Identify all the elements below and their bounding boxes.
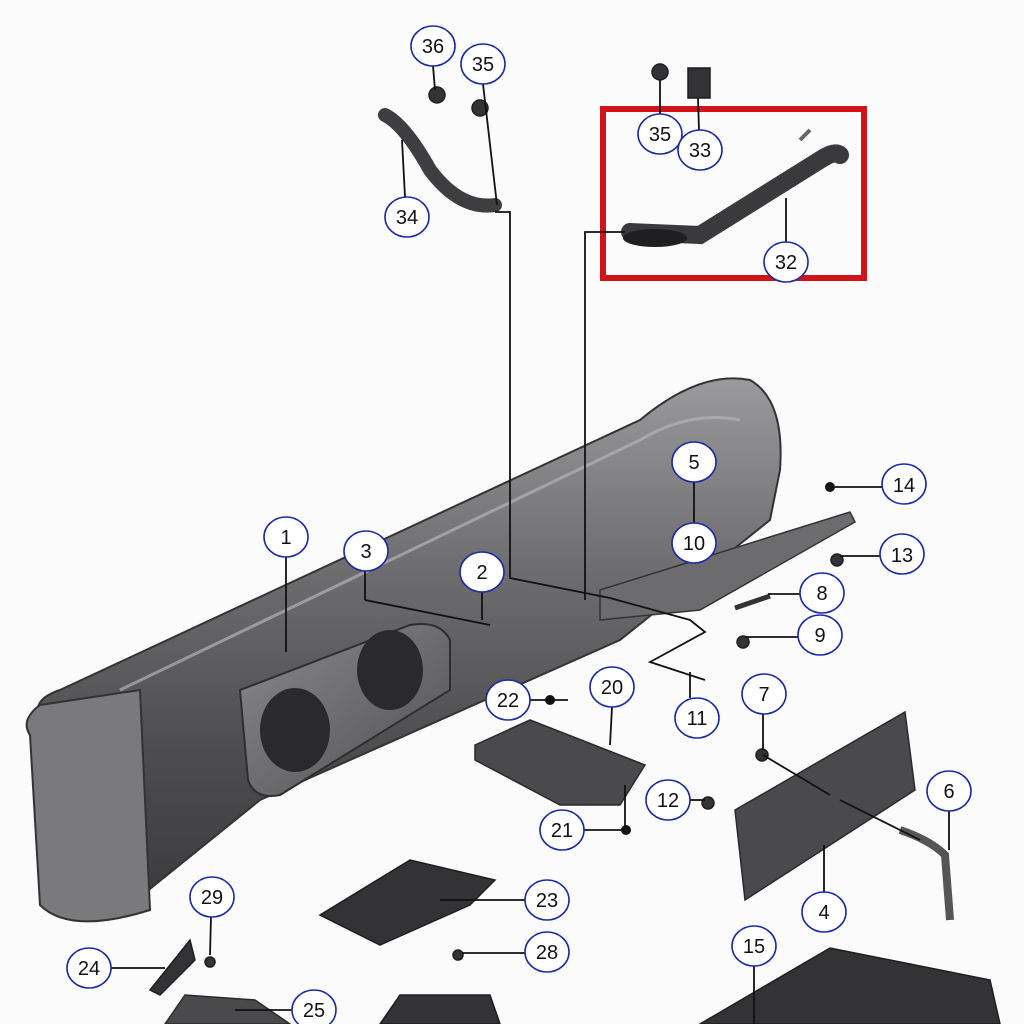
callout-3: 3 <box>343 530 491 626</box>
cover-part <box>379 994 501 1024</box>
callout-24: 24 <box>66 947 165 989</box>
callout-label: 15 <box>743 936 765 958</box>
callout-label: 2 <box>476 562 487 584</box>
callout-label: 14 <box>893 475 915 497</box>
callout-label: 25 <box>303 1000 325 1022</box>
callout-29: 29 <box>189 876 235 956</box>
screw-28-part <box>452 949 464 961</box>
callout-label: 34 <box>396 207 418 229</box>
grommet-35-part <box>471 99 489 117</box>
callout-label: 6 <box>943 781 954 803</box>
flange-part <box>238 623 451 797</box>
pin-14-part <box>825 482 835 492</box>
callout-label: 12 <box>657 790 679 812</box>
wire-path-2 <box>584 231 625 600</box>
highlight-box <box>600 106 867 281</box>
callout-label: 24 <box>78 958 100 980</box>
callout-label: 36 <box>422 36 444 58</box>
callout-label: 10 <box>683 533 705 555</box>
callout-5: 5 <box>671 441 717 523</box>
callout-label: 35 <box>472 54 494 76</box>
callout-35-top: 35 <box>637 80 683 155</box>
callout-label: 3 <box>360 541 371 563</box>
callout-label: 22 <box>497 690 519 712</box>
callout-label: 4 <box>818 902 829 924</box>
callout-label: 33 <box>689 140 711 162</box>
clip-33-part <box>687 67 711 99</box>
arm-34-part <box>378 108 502 213</box>
callout-14: 14 <box>835 463 927 505</box>
callout-32: 32 <box>763 198 809 283</box>
bracket-20-21-part <box>474 719 647 806</box>
callout-label: 35 <box>649 124 671 146</box>
clip-8-part <box>734 593 771 611</box>
callout-label: 7 <box>758 684 769 706</box>
callout-label: 11 <box>687 708 708 730</box>
callout-12: 12 <box>645 779 705 821</box>
callout-25: 25 <box>235 989 337 1024</box>
callout-9: 9 <box>745 614 843 656</box>
callout-label: 29 <box>201 887 223 909</box>
callout-label: 5 <box>688 452 699 474</box>
callout-28: 28 <box>462 931 570 973</box>
callout-11: 11 <box>674 672 720 739</box>
callout-15: 15 <box>731 925 777 1024</box>
callout-label: 8 <box>816 583 827 605</box>
callout-label: 13 <box>891 545 913 567</box>
callout-35: 35 <box>460 43 506 206</box>
callout-label: 20 <box>601 677 623 699</box>
callout-23: 23 <box>440 879 570 921</box>
callout-label: 9 <box>814 625 825 647</box>
screw-29-part <box>204 956 216 968</box>
callout-1: 1 <box>263 516 309 652</box>
callout-label: 21 <box>551 820 573 842</box>
tray-15-part <box>698 947 1001 1024</box>
wire-path <box>495 211 707 681</box>
callout-label: 23 <box>536 890 558 912</box>
callout-8: 8 <box>768 572 845 614</box>
panel-4-part <box>734 710 916 902</box>
screw-9-part <box>736 635 750 649</box>
fitting-6-part <box>898 826 954 921</box>
bracket-25-part <box>164 994 292 1024</box>
callout-34: 34 <box>384 139 430 238</box>
callout-33: 33 <box>677 97 723 171</box>
handle-32-part <box>621 128 849 247</box>
callout-2: 2 <box>459 551 505 620</box>
callout-36: 36 <box>410 25 456 91</box>
callout-4: 4 <box>801 845 847 933</box>
callout-22: 22 <box>485 679 568 721</box>
callout-10: 10 <box>671 522 717 564</box>
grommet-36-part <box>428 86 446 104</box>
screw-13-part <box>830 553 844 567</box>
callout-21: 21 <box>539 785 626 851</box>
grommet-35-top-part <box>651 63 669 81</box>
grommet-7-part <box>755 748 769 762</box>
pin-21-part <box>621 825 631 835</box>
callout-13: 13 <box>840 533 925 575</box>
bracket-part <box>599 511 856 621</box>
callout-label: 32 <box>775 252 797 274</box>
screw-12-part <box>701 796 715 810</box>
callout-7: 7 <box>741 673 831 796</box>
callout-label: 28 <box>536 942 558 964</box>
plate-23-part <box>318 859 497 946</box>
callout-label: 1 <box>280 527 291 549</box>
callout-20: 20 <box>589 666 635 746</box>
callout-6: 6 <box>839 770 972 850</box>
bracket-24-part <box>148 938 196 996</box>
